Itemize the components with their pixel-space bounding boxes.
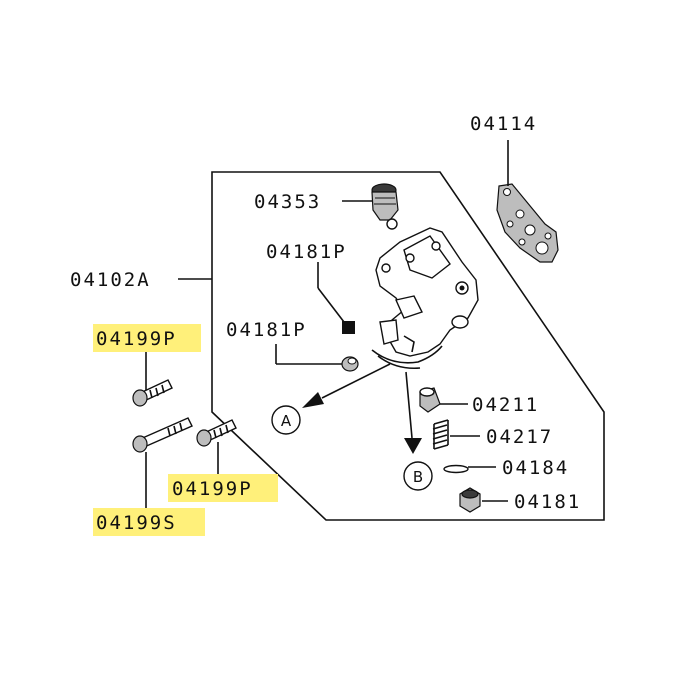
- relief-valve-part: [419, 387, 441, 413]
- flow-arrow-a: [302, 392, 324, 408]
- label-04199P-right: 04199P: [172, 478, 253, 500]
- highlight-04199P-left: [93, 324, 201, 352]
- label-04353: 04353: [254, 191, 321, 213]
- label-04102A: 04102A: [70, 269, 151, 291]
- plug-cylinder-part: [341, 356, 359, 372]
- oil-screen-part: [371, 183, 399, 230]
- label-04211: 04211: [472, 394, 539, 416]
- label-04199P-left: 04199P: [96, 328, 177, 350]
- label-04217: 04217: [486, 426, 553, 448]
- highlight-04199P-right: [168, 474, 278, 502]
- flow-letter-b: B: [413, 468, 423, 486]
- flow-circle-b: [403, 461, 433, 491]
- pump-body-part: [371, 227, 479, 370]
- flow-circle-a: [271, 405, 301, 435]
- o-ring-part: [443, 464, 469, 474]
- plug-nut-part: [459, 487, 481, 513]
- assembly-frame: [211, 171, 605, 521]
- highlight-04199S: [93, 508, 205, 536]
- bolt-medium-part: [196, 419, 237, 447]
- flow-line-a: [321, 363, 391, 399]
- label-04181P-upper: 04181P: [266, 241, 347, 263]
- flow-line-b: [405, 371, 413, 439]
- label-04184: 04184: [502, 457, 569, 479]
- label-04199S: 04199S: [96, 512, 177, 534]
- label-04114: 04114: [470, 113, 537, 135]
- gasket-plate-part: [496, 183, 559, 263]
- spring-part: [432, 419, 449, 450]
- leader-04181P-upper-diag: [317, 287, 345, 323]
- flow-arrow-b: [404, 438, 422, 454]
- plug-square-part: [342, 321, 355, 334]
- label-04181: 04181: [514, 491, 581, 513]
- label-04181P-lower: 04181P: [226, 319, 307, 341]
- flow-letter-a: A: [281, 412, 292, 430]
- bolt-long-part: [132, 417, 193, 453]
- bolt-short-part: [132, 379, 173, 407]
